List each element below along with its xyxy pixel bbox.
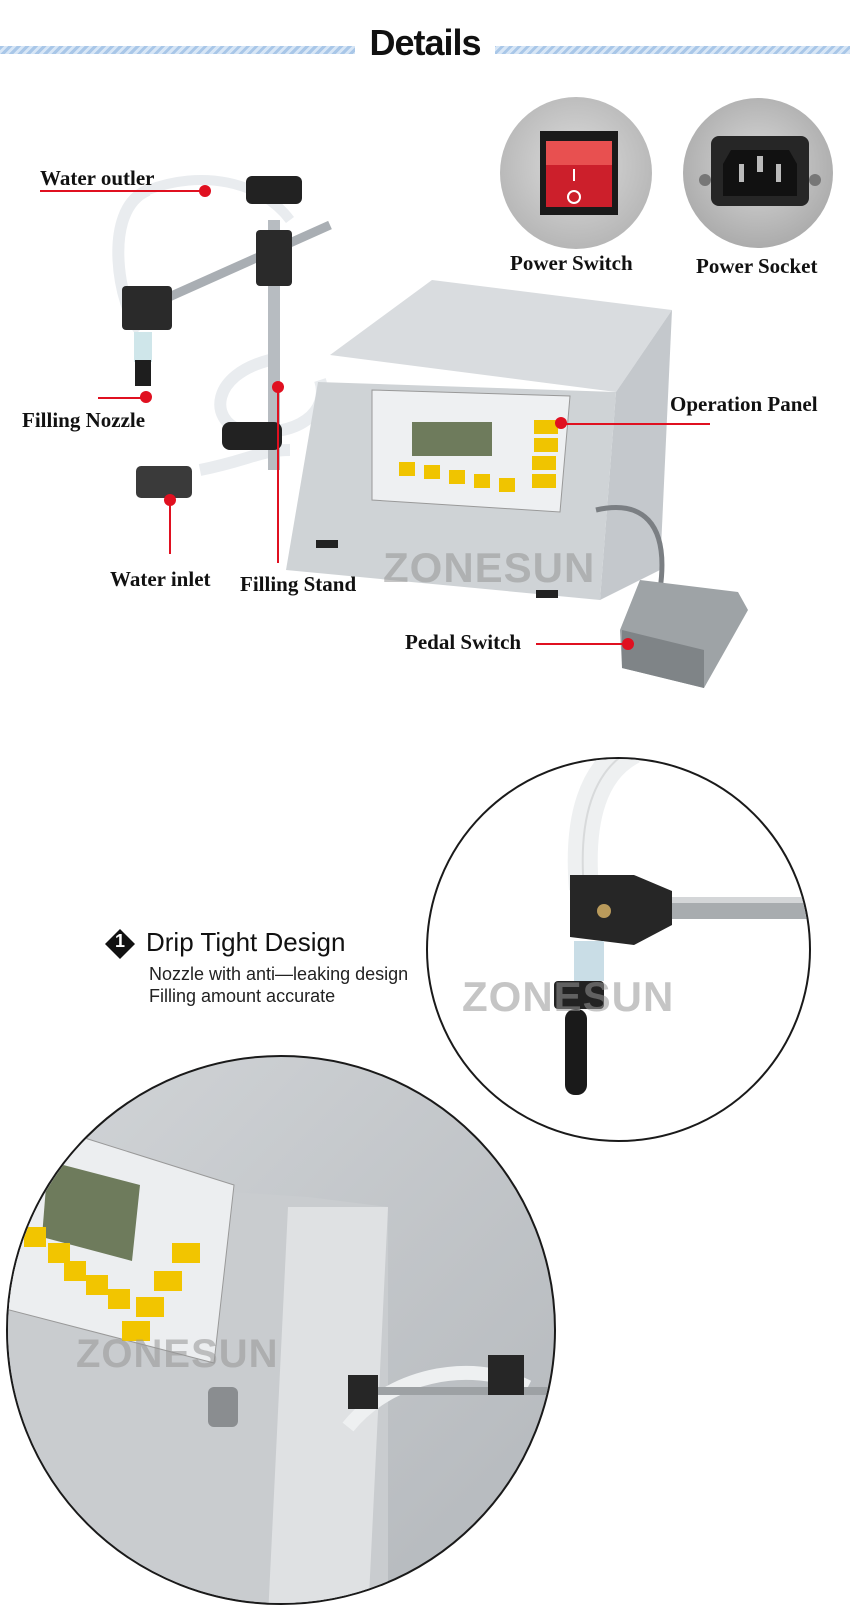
filling-nozzle-line [98, 397, 150, 399]
panel-closeup-photo [6, 1055, 556, 1605]
power-socket-icon [699, 136, 821, 206]
nozzle-closeup-icon [554, 759, 809, 1095]
title-backdrop [355, 20, 495, 68]
power-socket-label: Power Socket [696, 254, 818, 278]
pedal-switch-line [536, 643, 628, 645]
operation-panel-line [560, 423, 710, 425]
water-inlet-line [169, 500, 171, 554]
water-outlet-dot [199, 185, 211, 197]
filling-stand-line [277, 387, 279, 563]
operation-panel-label: Operation Panel [670, 392, 818, 416]
power-switch-photo [500, 97, 652, 249]
feature-line-2: Filling amount accurate [149, 986, 336, 1006]
water-outlet-line [40, 190, 206, 192]
power-switch-icon [540, 131, 618, 215]
machine-illustration [112, 175, 748, 688]
watermark-main: ZONESUN [383, 544, 596, 591]
water-inlet-label: Water inlet [110, 567, 211, 591]
panel-closeup-icon [8, 1116, 548, 1603]
filling-nozzle-dot [140, 391, 152, 403]
page-title: Details [369, 22, 481, 63]
power-socket-photo [683, 98, 833, 248]
pedal-switch-dot [622, 638, 634, 650]
feature-heading: Drip Tight Design [146, 927, 346, 957]
watermark-closeup-2: ZONESUN [76, 1332, 279, 1376]
diamond-number-icon [105, 929, 135, 959]
nozzle-closeup-photo [426, 757, 811, 1142]
water-outlet-label: Water outler [40, 166, 155, 190]
feature-number: 1 [114, 931, 125, 951]
pedal-switch-label: Pedal Switch [405, 630, 522, 654]
feature-line-1: Nozzle with anti—leaking design [149, 964, 409, 984]
filling-nozzle-label: Filling Nozzle [22, 408, 146, 432]
filling-stand-label: Filling Stand [240, 572, 357, 596]
power-switch-label: Power Switch [510, 251, 633, 275]
watermark-closeup-1: ZONESUN [462, 973, 675, 1020]
